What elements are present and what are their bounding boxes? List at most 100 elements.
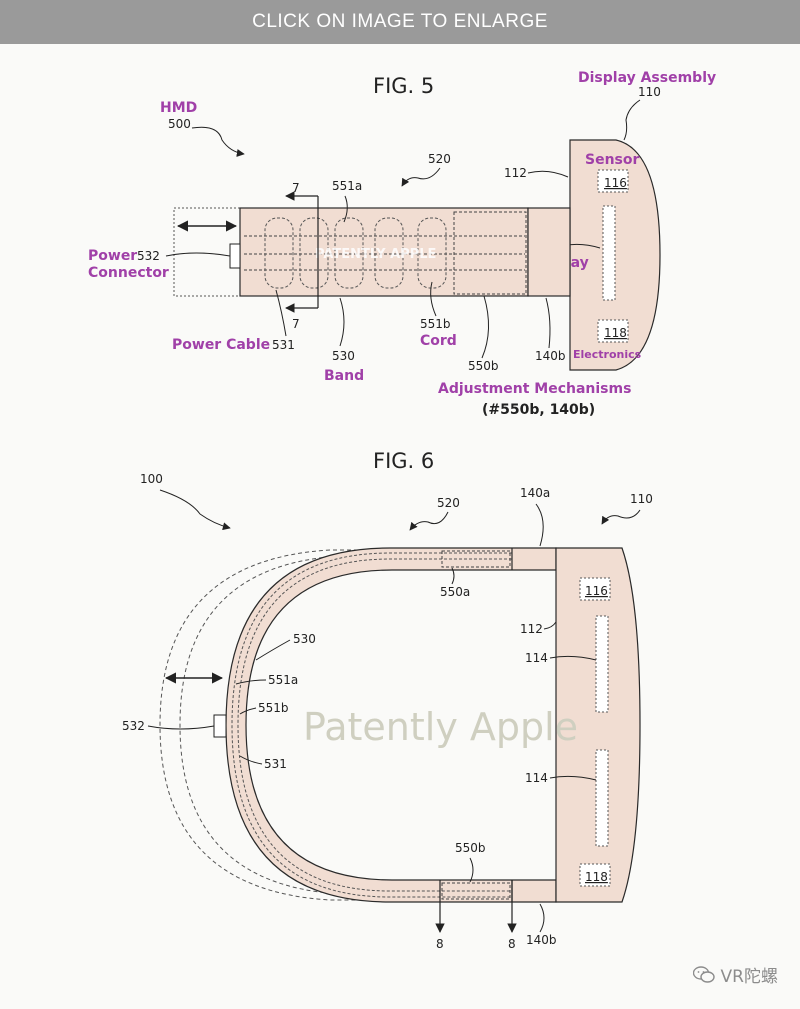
ref-530-fig6: 530 <box>293 632 316 646</box>
ref-551b-leader <box>430 281 437 317</box>
ref-100: 100 <box>140 472 163 486</box>
connector-label: Connector <box>88 265 169 281</box>
cord-label: Cord <box>420 333 457 349</box>
ref-116-fig6: 116 <box>585 584 608 598</box>
ref-114-fig6-top: 114 <box>525 651 548 665</box>
display-panel-top <box>595 615 609 713</box>
ref-114-bottom-leader <box>549 775 597 781</box>
ref-140b-fig6-leader <box>539 903 545 933</box>
adjustment-mechanisms-label: Adjustment Mechanisms <box>438 381 631 397</box>
ref-500: 500 <box>168 117 191 131</box>
cord-loop-5 <box>417 217 447 289</box>
ref-110: 110 <box>638 85 661 99</box>
ref-112-fig5: 112 <box>504 166 527 180</box>
band-140b-segment <box>527 207 571 297</box>
electronics-label: Electronics <box>573 348 642 361</box>
ref-531-fig5: 531 <box>272 338 295 352</box>
ref-531-leader <box>275 289 287 337</box>
display-assembly-leader <box>623 99 641 141</box>
ref-118-fig5: 118 <box>604 326 627 340</box>
band-body <box>239 207 529 297</box>
ref-520-fig6-arrow <box>409 511 449 531</box>
ref-112-leader <box>527 170 569 178</box>
display-panel-bottom <box>595 749 609 847</box>
ref-8-left: 8 <box>436 937 444 951</box>
power-connector <box>229 243 241 269</box>
ref-112-fig6: 112 <box>520 622 543 636</box>
extended-outline-inner <box>179 555 512 895</box>
adjustment-mechanism-550b <box>453 211 527 295</box>
ref-550b-fig5: 550b <box>468 359 499 373</box>
ref-520-fig5: 520 <box>428 152 451 166</box>
ref-118-fig6: 118 <box>585 870 608 884</box>
ref-140a: 140a <box>520 486 550 500</box>
ref-110-fig6: 110 <box>630 492 653 506</box>
ref-8-right: 8 <box>508 937 516 951</box>
fig5-title: FIG. 5 <box>373 74 434 98</box>
ref-532-fig5: 532 <box>137 249 160 263</box>
display-assembly-fig6 <box>555 547 641 903</box>
ref-114-fig6-bottom: 114 <box>525 771 548 785</box>
wechat-icon <box>692 965 715 983</box>
ref-551a-leader <box>343 195 348 223</box>
ref-112-fig6-leader <box>543 621 557 630</box>
extended-outline-outer <box>159 549 512 901</box>
ref-531-fig6-leader <box>239 755 263 765</box>
wechat-label: VR陀螺 <box>720 967 778 987</box>
enlarge-banner-text: CLICK ON IMAGE TO ENLARGE <box>252 11 548 32</box>
ref-100-arrow <box>159 489 231 531</box>
sensor-box <box>597 169 629 193</box>
ref-110-fig6-arrow <box>601 509 641 525</box>
ref-116-fig5: 116 <box>604 176 627 190</box>
adjustment-550a-box <box>441 550 511 568</box>
power-connector-fig6 <box>213 714 227 738</box>
ref-140b-leader <box>545 297 551 349</box>
ref-551a-fig5: 551a <box>332 179 362 193</box>
adjustment-550b-box <box>441 882 511 900</box>
ref-532-leader <box>165 252 231 257</box>
ref-550b-leader <box>481 295 490 359</box>
ref-140b-fig6: 140b <box>526 933 557 947</box>
ref-551b-fig6-leader <box>239 707 257 715</box>
display-assembly-label: Display Assembly <box>578 70 716 86</box>
sensor-box-fig6 <box>579 577 611 601</box>
electronics-box <box>597 319 629 343</box>
ref-551b-fig5: 551b <box>420 317 451 331</box>
cord-loop-4 <box>374 217 404 289</box>
ref-551a-fig6: 551a <box>268 673 298 687</box>
display-panel <box>602 205 616 301</box>
ref-550a: 550a <box>440 585 470 599</box>
fig6-title: FIG. 6 <box>373 449 434 473</box>
power-cable-label: Power Cable <box>172 337 270 353</box>
ref-530-fig6-leader <box>255 639 291 661</box>
hmd-label: HMD <box>160 100 197 116</box>
electronics-box-fig6 <box>579 863 611 887</box>
ref-532-fig6: 532 <box>122 719 145 733</box>
power-label: Power <box>88 248 137 264</box>
ref-114-top-leader <box>549 655 597 661</box>
patent-figures: FIG. 5 HMD 500 Display Assembly 110 Sens… <box>88 70 716 951</box>
ref-7-bottom: 7 <box>292 317 300 331</box>
ref-520-fig6: 520 <box>437 496 460 510</box>
adjustment-refs-label: (#550b, 140b) <box>482 402 595 418</box>
ref-550b-fig6: 550b <box>455 841 486 855</box>
wechat-watermark: VR陀螺 <box>692 962 778 987</box>
cord-loop-1 <box>264 217 294 289</box>
ref-520-arrow <box>401 167 441 187</box>
ref-551b-fig6: 551b <box>258 701 289 715</box>
watermark-fig5: PATENTLY APPLE <box>315 247 436 262</box>
ref-140b-fig5: 140b <box>535 349 566 363</box>
hmd-arrow <box>191 126 245 157</box>
ref-550a-leader <box>451 567 455 585</box>
ref-7-top: 7 <box>292 181 300 195</box>
ref-532-fig6-leader <box>147 725 215 730</box>
ref-531-fig6: 531 <box>264 757 287 771</box>
watermark-fig6: Patently Apple <box>303 705 578 749</box>
cord-loop-2 <box>299 217 329 289</box>
ref-530-leader <box>339 297 345 347</box>
ref-530-fig5: 530 <box>332 349 355 363</box>
enlarge-banner[interactable]: CLICK ON IMAGE TO ENLARGE <box>0 0 800 44</box>
ref-140a-leader <box>535 503 544 547</box>
sensor-label: Sensor <box>585 152 639 168</box>
band-label: Band <box>324 368 364 384</box>
